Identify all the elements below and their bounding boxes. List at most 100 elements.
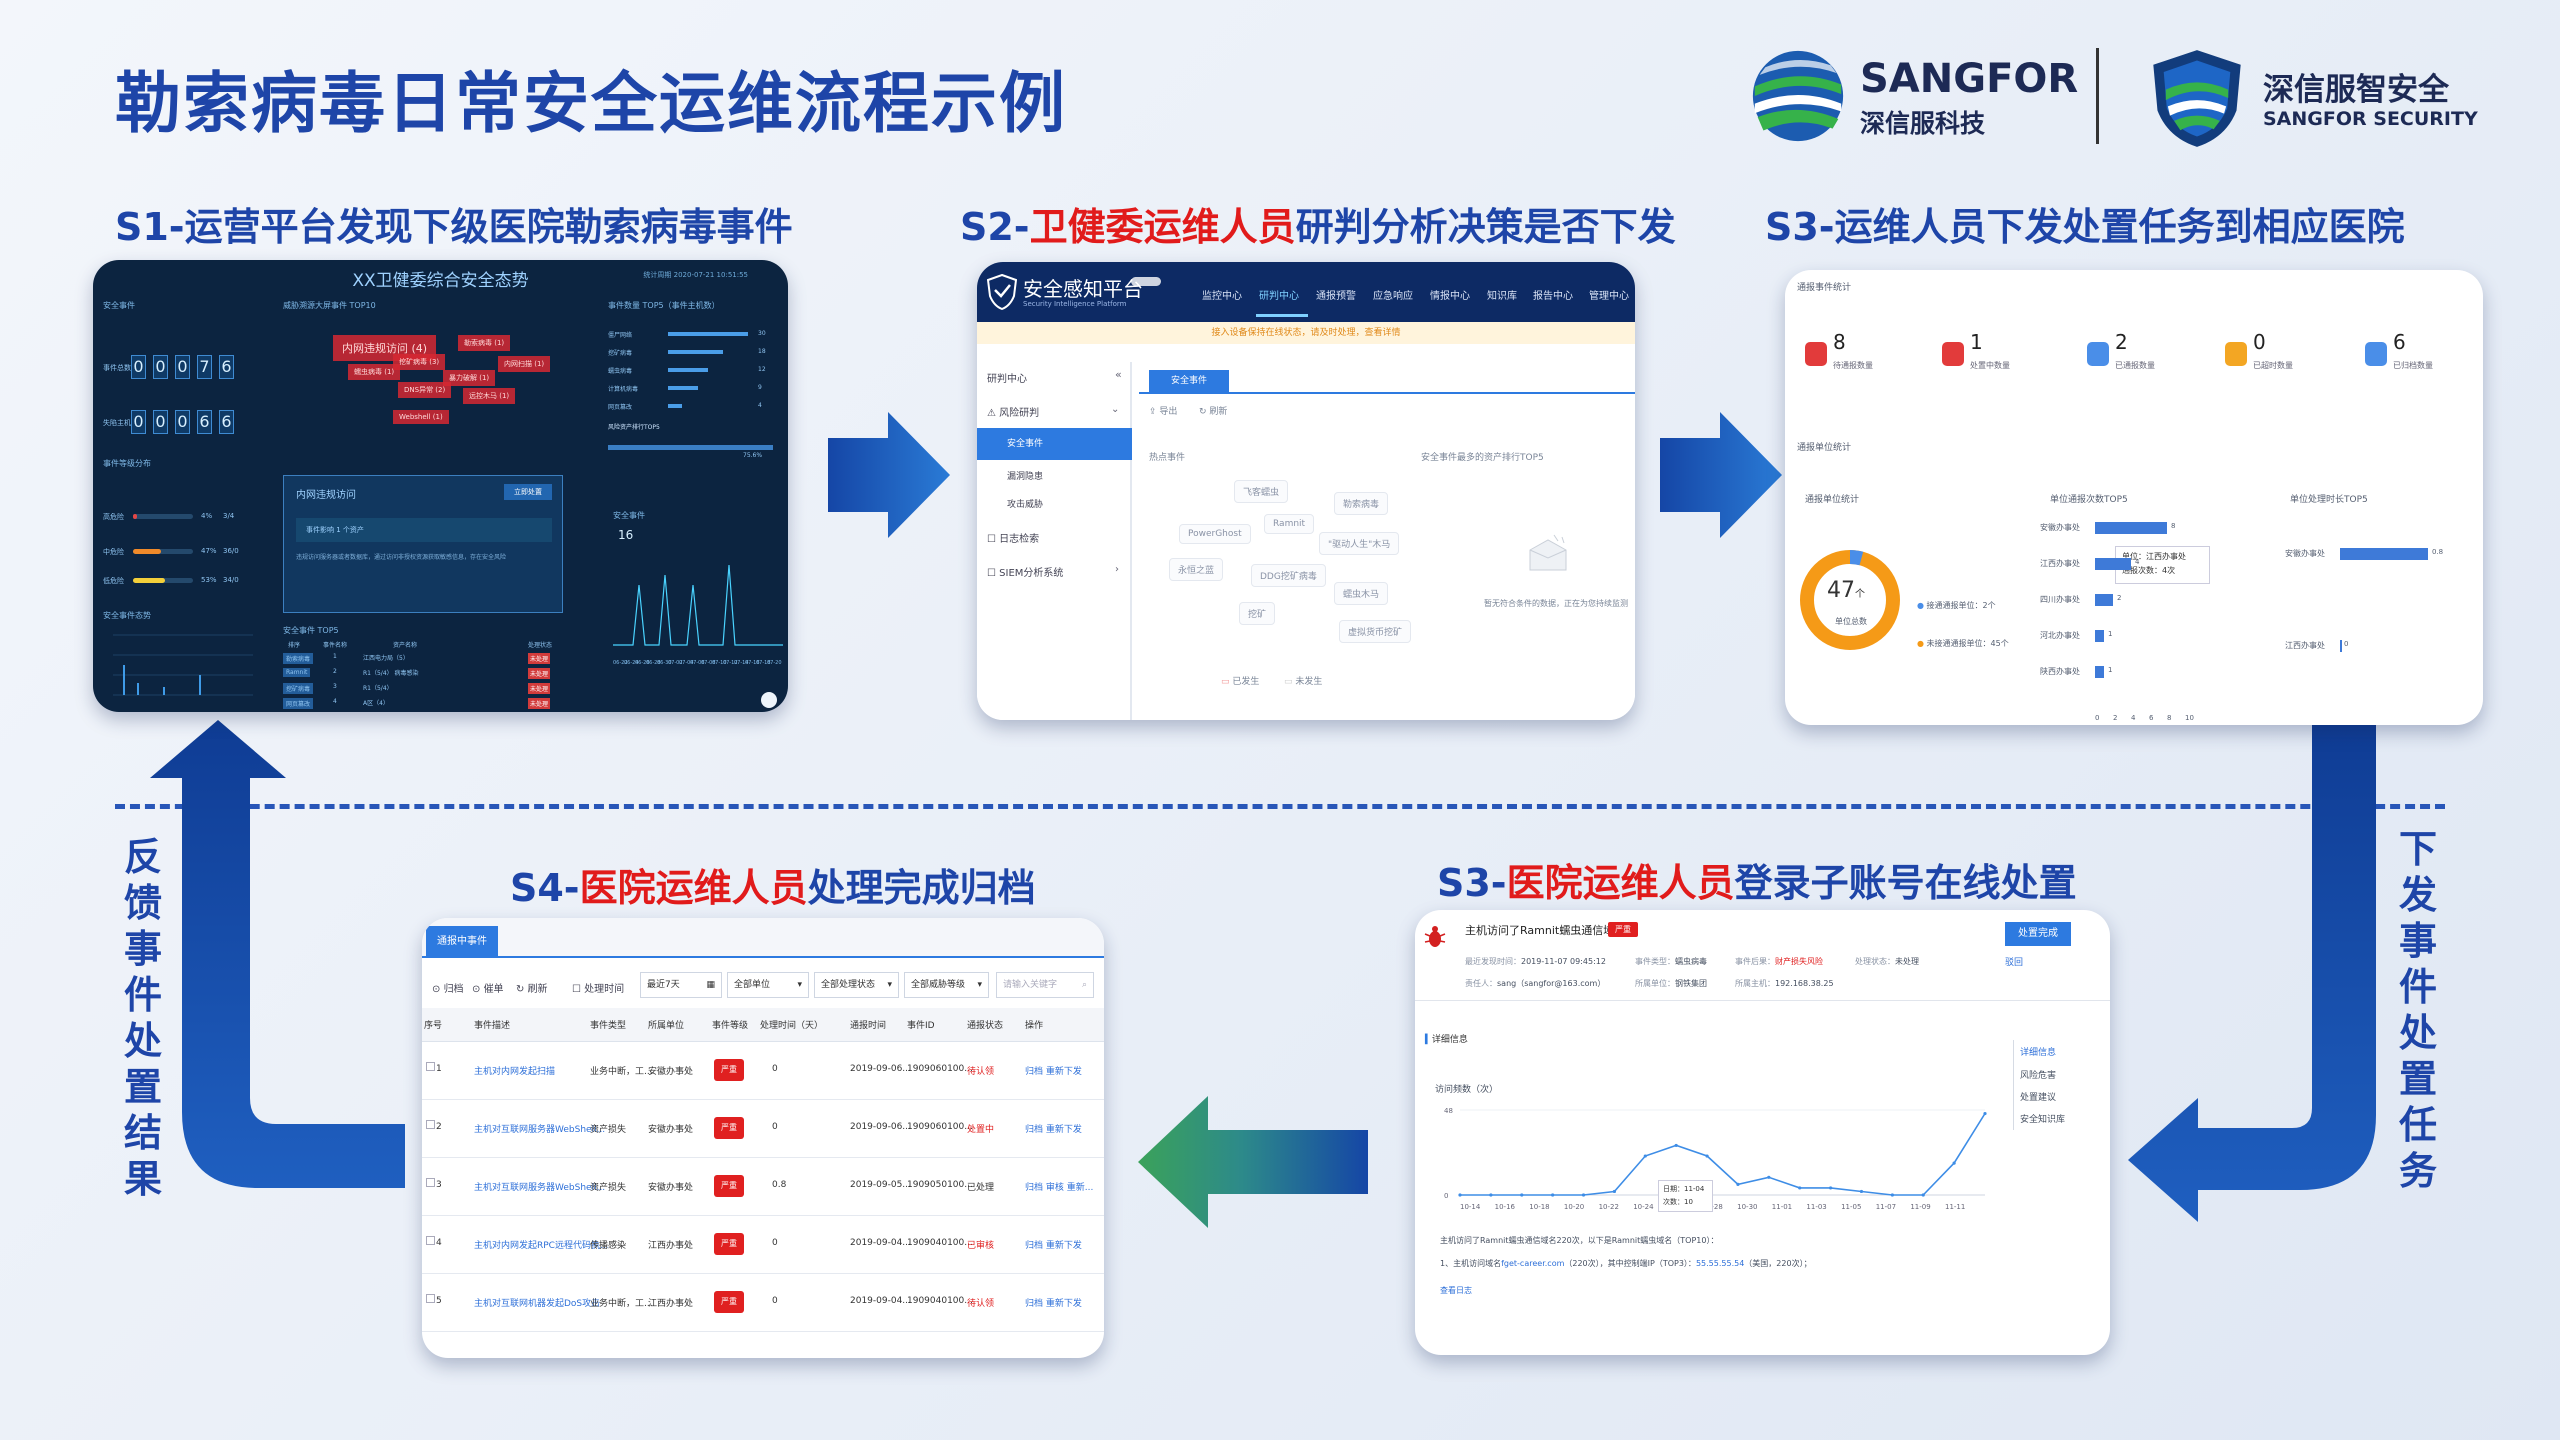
cloud-item[interactable]: PowerGhost [1179,524,1251,544]
nav-report[interactable]: 报告中心 [1533,291,1573,302]
data-point [1458,1193,1462,1197]
bar-mark[interactable] [2095,630,2104,642]
nav-intel[interactable]: 情报中心 [1430,291,1470,302]
sidebar-item-vuln[interactable]: 漏洞隐患 [1007,472,1044,482]
level-high-label: 高危险 [103,513,124,521]
anchor-kb[interactable]: 安全知识库 [2020,1115,2066,1125]
status-select[interactable]: 全部处理状态▾ [814,972,899,998]
cloud-item[interactable]: 蠕虫木马 [1334,582,1389,605]
cell-ops[interactable]: 归档 审核 重新... [1025,1183,1094,1193]
cell-d[interactable]: 主机对互联网机器发起DoS攻击 [474,1299,601,1309]
cell-d[interactable]: 主机对内网发起扫描 [474,1067,556,1077]
row-checkbox[interactable] [426,1236,435,1245]
anchor-detail[interactable]: 详细信息 [2020,1048,2057,1058]
cloud-item[interactable]: 虚拟货币挖矿 [1339,620,1412,643]
refresh-button[interactable]: ↻ 刷新 [1199,407,1228,417]
level-select[interactable]: 全部威胁等级▾ [904,972,989,998]
sidebar-item-event[interactable]: 安全事件 [977,428,1132,460]
s1-dashboard-screenshot: XX卫健委综合安全态势 统计周期 2020-07-21 10:51:55 安全事… [93,260,788,712]
panel-top10: 威胁溯源大屏事件 TOP10 [283,301,376,310]
top5-name: 挖矿病毒 [608,350,633,357]
cell-ops[interactable]: 归档 重新下发 [1025,1125,1082,1135]
cloud-item[interactable]: 飞客蠕虫 [1234,480,1289,503]
cell-ops[interactable]: 归档 重新下发 [1025,1241,1082,1251]
bar-mark[interactable] [2095,522,2167,534]
bar-mark[interactable] [2340,548,2428,560]
list-header-event: 事件名称 [323,642,348,649]
divider [1415,1000,2110,1001]
data-point [1643,1154,1647,1158]
bar-mark[interactable] [2340,640,2342,652]
row-checkbox[interactable] [426,1062,435,1071]
cloud-item[interactable]: Ramnit [1264,514,1315,534]
cell-ops[interactable]: 归档 重新下发 [1025,1067,1082,1077]
time-select[interactable]: 最近7天▦ [640,972,722,998]
chevron-down-icon: ▾ [887,980,892,990]
nav-analysis[interactable]: 研判中心 [1259,291,1299,302]
row-checkbox[interactable] [426,1178,435,1187]
row-checkbox[interactable] [426,1120,435,1129]
nav-admin[interactable]: 管理中心 [1589,291,1629,302]
sidebar-item-siem[interactable]: ☐ SIEM分析系统 [987,568,1064,579]
cell-ops[interactable]: 归档 重新下发 [1025,1299,1082,1309]
top5-value: 18 [758,348,766,355]
nav-monitor[interactable]: 监控中心 [1202,291,1242,302]
anchor-risk[interactable]: 风险危害 [2020,1071,2057,1081]
anchor-suggest[interactable]: 处置建议 [2020,1093,2057,1103]
bar-mark[interactable] [2095,666,2104,678]
cloud-item[interactable]: DDG挖矿病毒 [1251,564,1326,587]
cell-id: 1909040100... [907,1296,973,1306]
cell-d[interactable]: 主机对互联网服务器WebShell... [474,1183,606,1193]
tab-notifying[interactable]: 通报中事件 [426,926,498,958]
meta-item: 责任人：sang（sangfor@163.com） [1465,979,1606,988]
sidebar-item-log[interactable]: ☐ 日志检索 [987,534,1040,545]
th-index: 序号 [424,1021,443,1031]
nav-alert[interactable]: 通报预警 [1316,291,1356,302]
tab-security-event[interactable]: 安全事件 [1149,370,1229,392]
cell-days: 0 [772,1238,778,1248]
bar-mark[interactable] [2095,558,2131,570]
corner-toggle-icon[interactable] [761,692,777,708]
export-button[interactable]: ⇪ 导出 [1149,407,1178,417]
cell-d[interactable]: 主机对内网发起RPC远程代码执... [474,1241,609,1251]
risk-title: 风险资产排行TOP5 [608,424,660,431]
popup-handle-button[interactable]: 立即处置 [504,484,552,500]
row-checkbox[interactable] [426,1294,435,1303]
cell-n: 2 [436,1122,442,1132]
notice-bar[interactable]: 接入设备保持在线状态，请及时处理，查看详情 [977,322,1635,344]
tab-underline [1139,392,1635,394]
cell-d[interactable]: 主机对互联网服务器WebShell... [474,1125,606,1135]
handle-done-button[interactable]: 处置完成 [2005,922,2071,946]
bar-value: 2 [2117,594,2122,602]
cloud-item[interactable]: 挖矿 [1239,602,1276,625]
collapse-icon[interactable]: « [1115,368,1122,381]
s2-platform-screenshot: 安全感知平台 Security Intelligence Platform 监控… [977,262,1635,720]
nav-response[interactable]: 应急响应 [1373,291,1413,302]
archive-button[interactable]: ⊙ 归档 [432,984,464,995]
unit-select[interactable]: 全部单位▾ [727,972,809,998]
reject-link[interactable]: 驳回 [2005,958,2024,968]
bar-category: 陕西办事处 [2040,667,2080,676]
search-input[interactable]: 请输入关键字⌕ [996,972,1094,998]
x-tick: 07-20 [767,660,782,666]
view-log-link[interactable]: 查看日志 [1440,1286,1472,1295]
data-point [1489,1193,1493,1197]
data-point [1736,1182,1740,1186]
bar-mark[interactable] [2095,594,2113,606]
legend-done: ▭ 已发生 [1221,677,1260,687]
refresh-button[interactable]: ↻ 刷新 [516,984,548,995]
cloud-item[interactable]: 永恒之蓝 [1169,558,1224,581]
nav-knowledge[interactable]: 知识库 [1487,291,1517,302]
cloud-item[interactable]: 勒索病毒 [1334,492,1389,515]
data-point [1859,1189,1864,1194]
sidebar-item-attack[interactable]: 攻击威胁 [1007,500,1044,510]
urge-button[interactable]: ⊙ 催单 [472,984,504,995]
cloud-item[interactable]: "驱动人生"木马 [1319,532,1400,555]
sidebar-item-risk[interactable]: ⚠ 风险研判 [987,408,1040,419]
bar-value: 0.8 [2432,548,2444,556]
